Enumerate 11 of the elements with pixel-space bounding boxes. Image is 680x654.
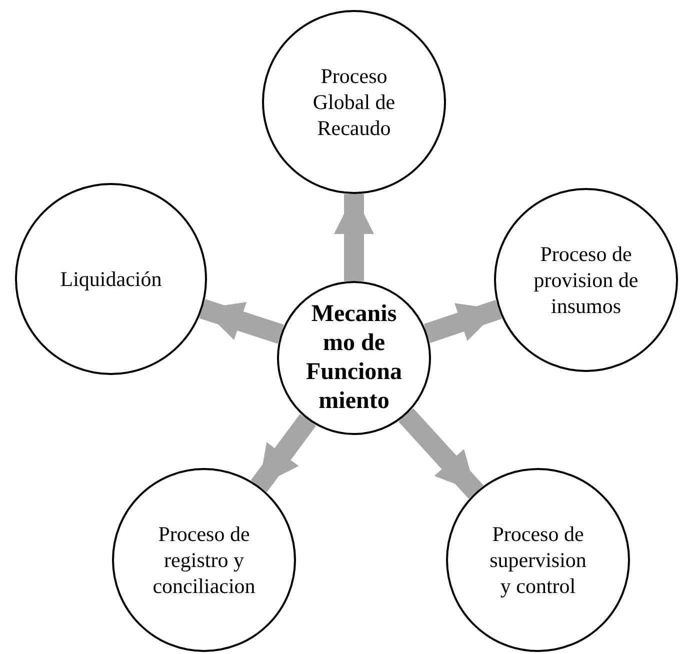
node-label: Mecanismo de Funcionamiento [304, 300, 404, 416]
node-label: Proceso de registro y conciliacion [152, 521, 256, 599]
node-label: Proceso de provision de insumos [532, 241, 640, 319]
block-arrow [424, 300, 502, 343]
block-arrow [250, 414, 316, 492]
block-arrow [334, 194, 374, 281]
node-label: Liquidación [59, 266, 163, 292]
node-label: Proceso de supervision y control [488, 521, 588, 599]
block-arrow [398, 408, 484, 499]
block-arrow [199, 299, 284, 344]
node-label: Proceso Global de Recaudo [312, 63, 396, 141]
